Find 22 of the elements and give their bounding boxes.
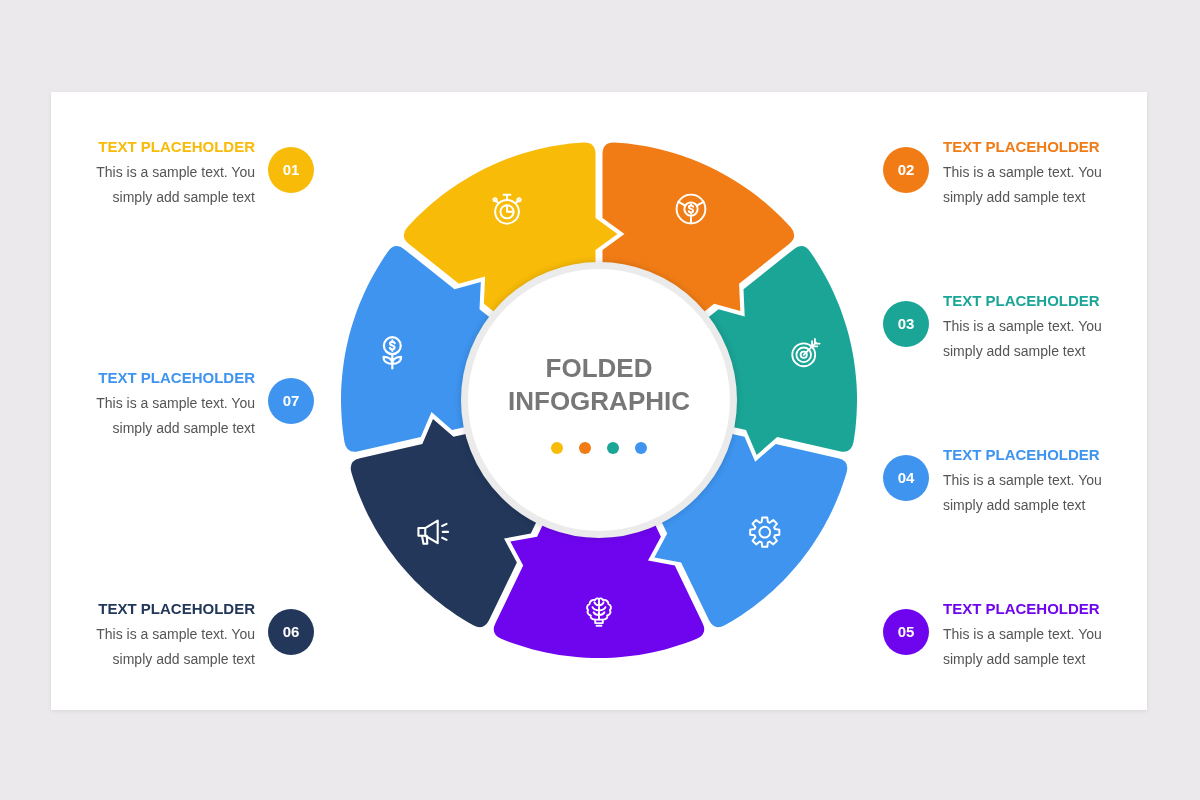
step-heading: TEXT PLACEHOLDER [98,368,255,388]
step-heading: TEXT PLACEHOLDER [943,291,1100,311]
step-description: This is a sample text. You simply add sample text [943,625,1103,669]
step-number: 04 [897,469,915,487]
step-heading: TEXT PLACEHOLDER [943,599,1100,619]
step-heading: TEXT PLACEHOLDER [98,137,255,157]
step-number: 07 [282,392,300,410]
step-description: This is a sample text. You simply add sample text [943,471,1103,515]
step-heading: TEXT PLACEHOLDER [943,445,1100,465]
step-number: 03 [897,315,915,333]
step-number: 06 [282,623,300,641]
step-number: 02 [897,161,915,179]
title-text: FOLDED INFOGRAPHIC [507,352,691,418]
step-description: This is a sample text. You simply add sample text [95,394,255,438]
step-heading: TEXT PLACEHOLDER [943,137,1100,157]
step-number: 05 [897,623,915,641]
step-number: 01 [282,161,300,179]
step-description: This is a sample text. You simply add sample text [95,625,255,669]
step-description: This is a sample text. You simply add sample text [943,317,1103,361]
step-description: This is a sample text. You simply add sample text [943,163,1103,207]
step-heading: TEXT PLACEHOLDER [98,599,255,619]
step-description: This is a sample text. You simply add sample text [95,163,255,207]
